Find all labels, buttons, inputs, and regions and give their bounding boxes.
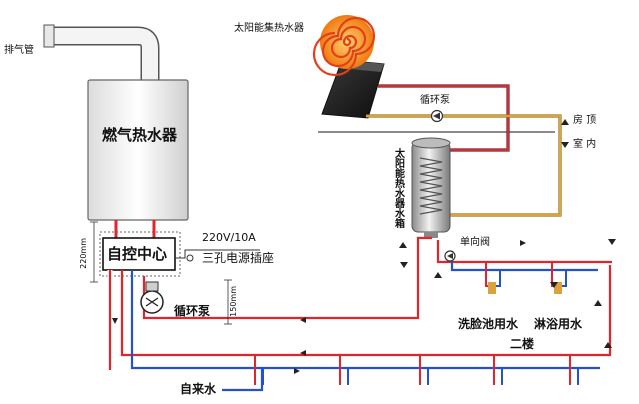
exhaust-pipe	[43, 24, 160, 80]
solar-collector-panel	[321, 59, 385, 119]
check-valve-label: 单向阀	[460, 237, 490, 248]
cold-supply-main	[130, 270, 600, 370]
tank-coil-icon	[419, 157, 443, 215]
solar-hot-pipe	[378, 84, 510, 152]
control-frame	[99, 231, 181, 277]
solar-tank-label: 太阳能热水器水箱	[392, 148, 404, 228]
solar-return-pipe	[366, 114, 562, 217]
power-spec-label: 220V/10A	[202, 231, 256, 244]
dim-150-label: 150mm	[229, 286, 238, 317]
roof-pump-icon	[430, 109, 444, 123]
control-center-box	[102, 237, 176, 271]
washbasin-outlets	[485, 262, 501, 294]
gas-water-heater-body	[87, 79, 189, 221]
floor2-hot-line	[436, 240, 612, 264]
tap-water-inlet	[222, 368, 264, 392]
solar-collector-label: 太阳能集热水器	[234, 23, 304, 34]
solar-tank	[411, 137, 451, 238]
power-socket-label: 三孔电源插座	[202, 251, 275, 265]
tap-water-label: 自来水	[180, 382, 217, 396]
dim-150-line	[224, 279, 232, 325]
roof-pump-label: 循环泵	[420, 95, 450, 106]
indoor-label: 室 内	[573, 139, 597, 150]
exhaust-pipe-label: 排气管	[4, 45, 34, 56]
roof-top-label: 房 顶	[573, 115, 597, 126]
washbasin-label: 洗脸池用水	[458, 317, 519, 331]
shower-label: 淋浴用水	[534, 317, 583, 331]
power-cable	[175, 249, 260, 259]
circulation-pump-icon	[140, 281, 164, 314]
sun-coil-icon	[312, 15, 376, 77]
hot-supply-main	[120, 265, 612, 357]
arrowhead-icon	[112, 239, 616, 374]
gas-water-heater-label: 燃气热水器	[102, 126, 178, 144]
control-center-label: 自控中心	[107, 245, 168, 263]
check-valve-icon	[444, 250, 456, 262]
ground-floor-outlets	[254, 355, 579, 385]
circulation-pump-label: 循环泵	[174, 304, 211, 318]
dim-220-label: 220mm	[79, 238, 88, 269]
dim-220-line	[90, 221, 98, 283]
socket-icon	[186, 254, 194, 262]
shower-outlets	[551, 262, 567, 294]
second-floor-label: 二楼	[510, 337, 535, 351]
roof-marker-icons	[561, 119, 569, 148]
